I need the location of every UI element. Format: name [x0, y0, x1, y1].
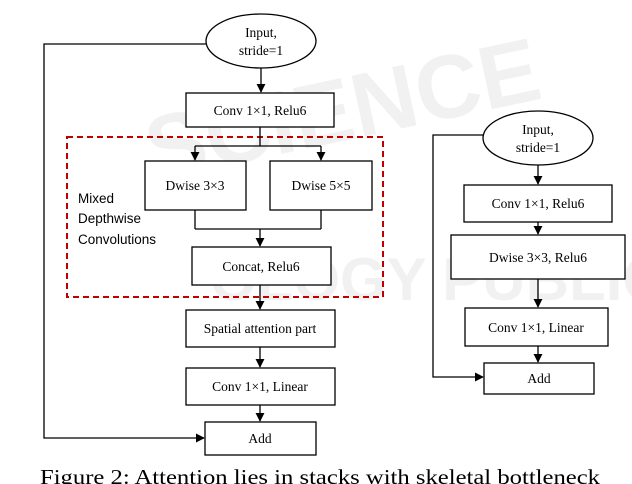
right-add-label: Add [527, 371, 550, 386]
left-input-node [205, 13, 317, 69]
left-concat-node [191, 246, 332, 286]
right-add-node [483, 362, 595, 395]
left-spatial-node [185, 309, 336, 348]
left-input-line1: Input, [245, 25, 277, 40]
group-label-line2: Depthwise [78, 211, 141, 226]
right-input-node [482, 110, 594, 166]
left-concat-label: Concat, Relu6 [222, 259, 299, 274]
right-input-line1: Input, [522, 122, 554, 137]
right-dwise-node [450, 234, 626, 280]
right-conv2-node [464, 307, 609, 347]
right-skip-connection [432, 134, 484, 382]
left-dwise1-label: Dwise 3×3 [166, 178, 225, 193]
left-add-label: Add [248, 431, 271, 446]
right-input-line2: stride=1 [516, 140, 560, 155]
left-dwise2-node [269, 160, 373, 211]
left-flow: Input, stride=1 Conv 1×1, Relu6 Mixed De… [43, 13, 384, 456]
left-conv2-node [185, 367, 336, 406]
figure-caption: Figure 2: Attention lies in stacks with … [40, 465, 601, 484]
left-add-node [204, 421, 317, 456]
left-conv2-label: Conv 1×1, Linear [212, 379, 308, 394]
right-dwise-label: Dwise 3×3, Relu6 [489, 250, 587, 265]
left-conv1-label: Conv 1×1, Relu6 [214, 103, 307, 118]
right-conv1-node [463, 184, 613, 223]
left-skip-connection [43, 43, 206, 443]
group-label-line1: Mixed [78, 191, 114, 206]
group-label-line3: Convolutions [78, 232, 156, 247]
mixed-depthwise-group [66, 136, 384, 298]
right-conv2-label: Conv 1×1, Linear [488, 320, 584, 335]
left-input-line2: stride=1 [239, 43, 283, 58]
left-spatial-label: Spatial attention part [204, 321, 317, 336]
right-flow: Input, stride=1 Conv 1×1, Relu6 Dwise 3×… [432, 110, 626, 395]
left-dwise2-label: Dwise 5×5 [292, 178, 351, 193]
right-conv1-label: Conv 1×1, Relu6 [492, 196, 585, 211]
